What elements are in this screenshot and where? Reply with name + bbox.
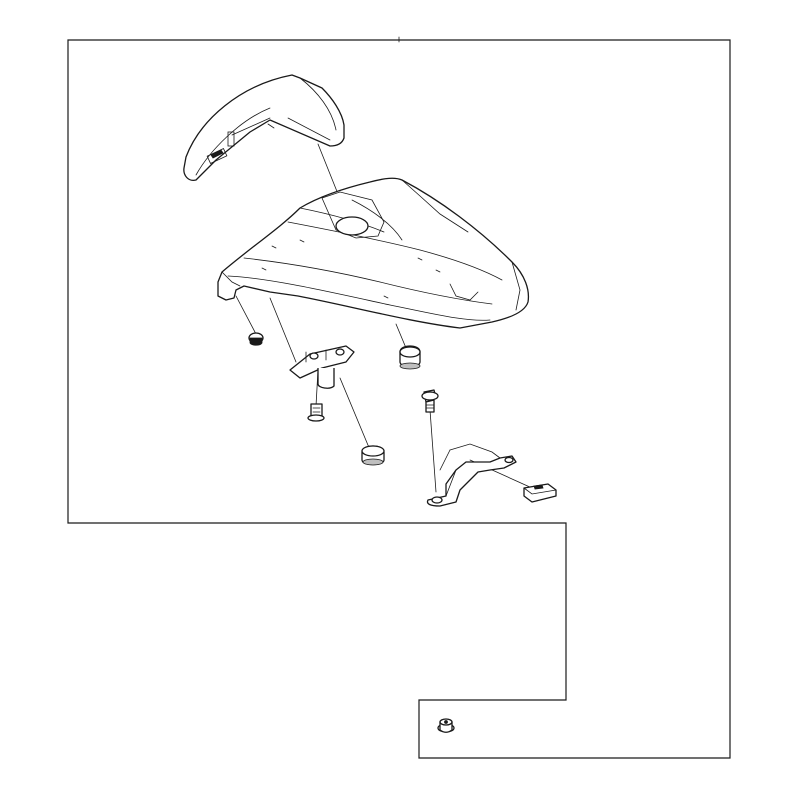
flange-nut[interactable] <box>437 718 455 733</box>
main-frame <box>67 39 731 759</box>
bolt[interactable] <box>307 403 325 422</box>
lock-bracket[interactable] <box>426 443 517 507</box>
leader-lock-bracket <box>429 409 437 493</box>
grommet-left[interactable] <box>248 332 264 346</box>
flange-bolt[interactable] <box>421 389 439 413</box>
grommet-right[interactable] <box>399 345 421 370</box>
leader-grommet-left <box>235 295 257 335</box>
seat-cowl-cover[interactable] <box>183 74 345 181</box>
leader-bracket <box>269 297 297 363</box>
grommet-lower[interactable] <box>361 445 385 466</box>
leader-grommet-right <box>395 323 407 349</box>
seat-cowl-body[interactable] <box>217 177 530 329</box>
clip-nut[interactable] <box>523 483 557 503</box>
mounting-bracket[interactable] <box>289 345 355 389</box>
leader-grommet-lower <box>339 377 371 451</box>
